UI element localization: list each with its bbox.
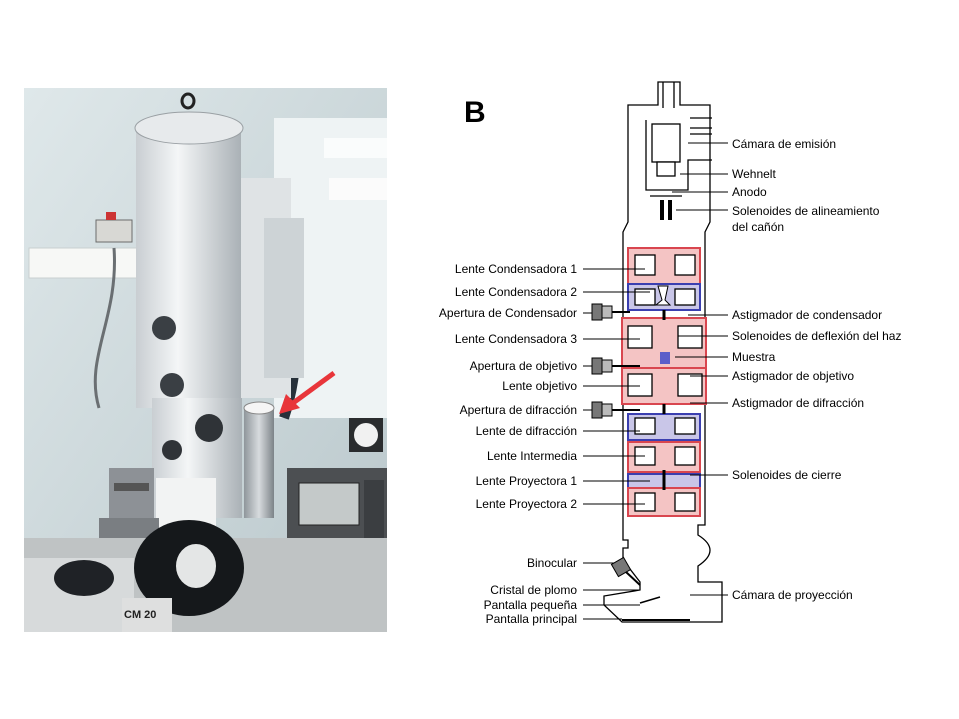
binocular-icon xyxy=(610,556,641,586)
label-apertura-difraccion: Apertura de difracción xyxy=(460,403,577,417)
panel-b-letter: B xyxy=(464,96,486,129)
label-apertura-objetivo: Apertura de objetivo xyxy=(470,359,578,373)
label-solenoides-alineamiento: Solenoides de alineamiento xyxy=(732,204,880,218)
label-lente-condensadora-3: Lente Condensadora 3 xyxy=(455,332,577,346)
label-pantalla-principal: Pantalla principal xyxy=(486,612,577,626)
label-camara-emision: Cámara de emisión xyxy=(732,137,836,151)
label-del-canon: del cañón xyxy=(732,220,784,234)
cm20-badge: CM 20 xyxy=(124,609,156,621)
label-lente-intermedia: Lente Intermedia xyxy=(487,449,577,463)
label-cristal-plomo: Cristal de plomo xyxy=(490,583,577,597)
label-lente-condensadora-1: Lente Condensadora 1 xyxy=(455,262,577,276)
label-lente-objetivo: Lente objetivo xyxy=(502,379,577,393)
label-astigmador-objetivo: Astigmador de objetivo xyxy=(732,369,854,383)
label-wehnelt: Wehnelt xyxy=(732,167,776,181)
label-anodo: Anodo xyxy=(732,185,767,199)
microscope-photo: CM 20 xyxy=(24,88,387,632)
label-lente-difraccion: Lente de difracción xyxy=(476,424,577,438)
label-astigmador-condensador: Astigmador de condensador xyxy=(732,308,882,322)
label-lente-condensadora-2: Lente Condensadora 2 xyxy=(455,285,577,299)
label-solenoides-deflexion: Solenoides de deflexión del haz xyxy=(732,329,901,343)
label-lente-proyectora-1: Lente Proyectora 1 xyxy=(476,474,578,488)
label-astigmador-difraccion: Astigmador de difracción xyxy=(732,396,864,410)
label-apertura-condensador: Apertura de Condensador xyxy=(439,306,577,320)
label-muestra: Muestra xyxy=(732,350,776,364)
condenser-aperture-knob xyxy=(591,303,630,321)
label-binocular: Binocular xyxy=(527,556,577,570)
objective-aperture-knob xyxy=(591,357,640,375)
label-pantalla-pequena: Pantalla pequeña xyxy=(484,598,578,612)
label-camara-proyeccion: Cámara de proyección xyxy=(732,588,853,602)
label-lente-proyectora-2: Lente Proyectora 2 xyxy=(476,497,578,511)
label-solenoides-cierre: Solenoides de cierre xyxy=(732,468,842,482)
